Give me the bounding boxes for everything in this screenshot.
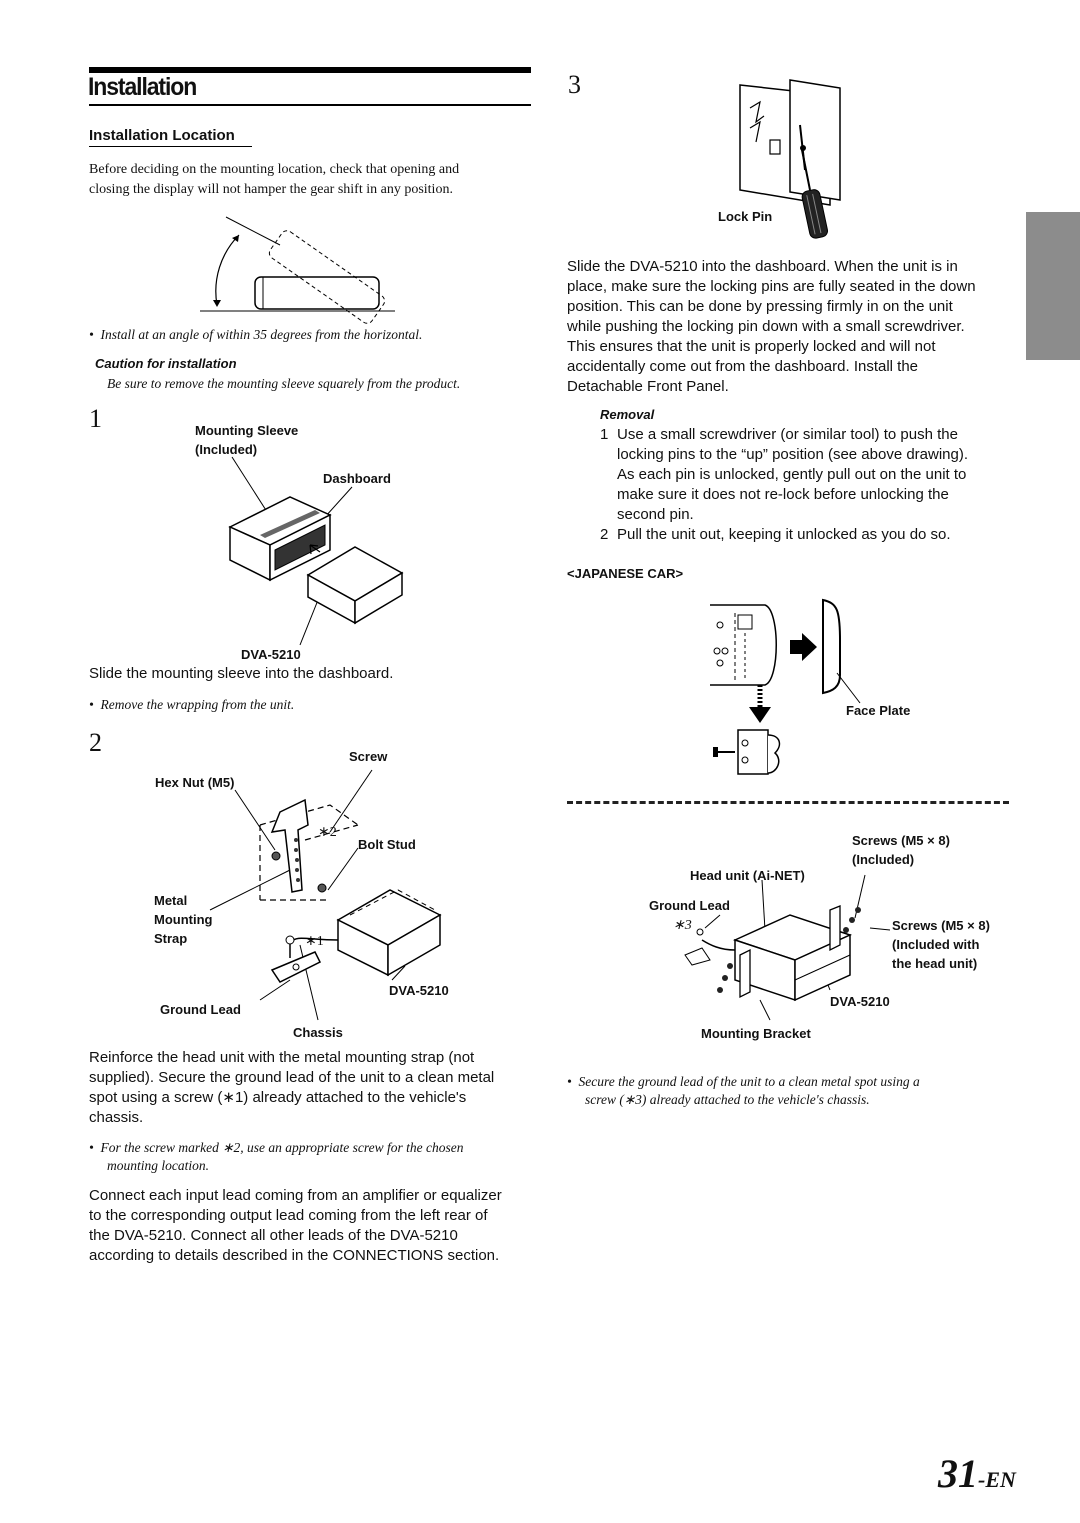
intro-line: closing the display will not hamper the …: [89, 182, 453, 197]
label-mounting-bracket: Mounting Bracket: [701, 1026, 811, 1041]
caution-text: Be sure to remove the mounting sleeve sq…: [107, 376, 461, 391]
japanese-car-note: • Secure the ground lead of the unit to …: [567, 1073, 920, 1109]
bullet: •: [567, 1074, 579, 1089]
label-metal: Metal: [154, 893, 188, 908]
section-heading: Installation Location: [89, 127, 235, 144]
step-number: 1: [89, 404, 102, 433]
label-dashboard: Dashboard: [323, 471, 391, 486]
label-mark3: ∗3: [673, 918, 692, 933]
step3-text-line: This ensures that the unit is properly l…: [567, 338, 936, 355]
bullet: •: [89, 1140, 101, 1155]
intro-text: Before deciding on the mounting location…: [89, 160, 459, 200]
step2-note-text: For the screw marked ∗2, use an appropri…: [100, 1140, 464, 1155]
removal-item1: Use a small screwdriver (or similar tool…: [617, 425, 968, 525]
label-screw: Screw: [349, 749, 388, 764]
label-hex-nut: Hex Nut (M5): [155, 775, 235, 790]
label-mounting-sleeve-included: (Included): [195, 442, 258, 457]
step3-text-line: while pushing the locking pin down with …: [567, 318, 965, 335]
connect-text-line: Connect each input lead coming from an a…: [89, 1187, 502, 1204]
step2-text-line: Reinforce the head unit with the metal m…: [89, 1049, 475, 1066]
page-title: Installation: [88, 73, 197, 101]
japanese-car-title: <JAPANESE CAR>: [567, 566, 684, 581]
label-ground-lead: Ground Lead: [649, 898, 730, 913]
step3-text: Slide the DVA-5210 into the dashboard. W…: [567, 257, 976, 397]
step3-text-line: position. This can be done by pressing f…: [567, 298, 953, 315]
label-unit-model: DVA-5210: [830, 994, 890, 1009]
step1-note-text: Remove the wrapping from the unit.: [100, 697, 295, 712]
label-chassis: Chassis: [293, 1025, 343, 1040]
removal-item2: Pull the unit out, keeping it unlocked a…: [617, 526, 951, 543]
bracket-diagram: [684, 874, 891, 1021]
step-number: 3: [568, 70, 581, 99]
connect-text-line: the DVA-5210. Connect all other leads of…: [89, 1227, 458, 1244]
angle-diagram: [200, 216, 395, 324]
step3-text-line: Slide the DVA-5210 into the dashboard. W…: [567, 258, 958, 275]
step1-note: • Remove the wrapping from the unit.: [89, 696, 294, 714]
intro-line: Before deciding on the mounting location…: [89, 162, 460, 177]
step2-diagram: [209, 769, 442, 1021]
label-screws-head-unit-2: (Included with: [892, 937, 980, 952]
label-unit-model: DVA-5210: [241, 647, 301, 662]
japanese-note-line: • Secure the ground lead of the unit to …: [567, 1073, 920, 1091]
label-strap: Strap: [154, 931, 188, 946]
removal-line: As each pin is unlocked, gently pull out…: [617, 466, 967, 483]
page-number: 31-EN: [938, 1450, 1016, 1497]
label-mark1: ∗1: [305, 934, 324, 949]
step-number: 2: [89, 728, 102, 757]
removal-title: Removal: [600, 407, 655, 422]
bullet: •: [89, 697, 101, 712]
step2-text-line: supplied). Secure the ground lead of the…: [89, 1069, 495, 1086]
removal-line: Use a small screwdriver (or similar tool…: [617, 426, 958, 443]
connect-text-line: according to details described in the CO…: [89, 1247, 500, 1264]
label-bolt-stud: Bolt Stud: [358, 837, 416, 852]
page-number-value: 31: [938, 1451, 978, 1496]
step3-text-line: place, make sure the locking pins are fu…: [567, 278, 976, 295]
step2-note-line: • For the screw marked ∗2, use an approp…: [89, 1139, 464, 1157]
label-screws-included: Screws (M5 × 8): [852, 833, 950, 848]
step3-text-line: Detachable Front Panel.: [567, 378, 729, 395]
header-rule-bottom: [89, 104, 531, 106]
step1-text: Slide the mounting sleeve into the dashb…: [89, 665, 394, 682]
label-mounting: Mounting: [154, 912, 213, 927]
section-heading-underline: [89, 146, 252, 147]
step3-text-line: accidentally come out from the dashboard…: [567, 358, 919, 375]
label-face-plate: Face Plate: [846, 703, 911, 718]
removal-line: second pin.: [617, 506, 694, 523]
label-head-unit: Head unit (Ai-NET): [690, 868, 805, 883]
label-unit-model: DVA-5210: [389, 983, 449, 998]
label-screws-head-unit-3: the head unit): [892, 956, 978, 971]
removal-line: make sure it does not re-lock before unl…: [617, 486, 949, 503]
step2-note: • For the screw marked ∗2, use an approp…: [89, 1139, 464, 1175]
step2-note-line: mounting location.: [107, 1158, 209, 1173]
lock-pin-diagram: [739, 79, 841, 239]
section-divider-dashed: [567, 801, 1009, 804]
japanese-note-line: screw (∗3) already attached to the vehic…: [585, 1092, 870, 1107]
step1-diagram: [228, 456, 404, 646]
label-lock-pin: Lock Pin: [718, 209, 773, 224]
section-tab: [1026, 212, 1080, 360]
label-mounting-sleeve: Mounting Sleeve: [195, 423, 299, 438]
label-screws-head-unit: Screws (M5 × 8): [892, 918, 990, 933]
angle-note-text: Install at an angle of within 35 degrees…: [100, 327, 423, 342]
step2-text: Reinforce the head unit with the metal m…: [89, 1048, 494, 1128]
step2-text-line: chassis.: [89, 1109, 144, 1126]
removal-item1-num: 1: [600, 426, 609, 443]
connect-text: Connect each input lead coming from an a…: [89, 1186, 502, 1266]
bullet: •: [89, 327, 101, 342]
caution-title: Caution for installation: [95, 356, 237, 371]
angle-note: • Install at an angle of within 35 degre…: [89, 326, 422, 344]
label-screws-included-2: (Included): [852, 852, 915, 867]
connect-text-line: to the corresponding output lead coming …: [89, 1207, 488, 1224]
removal-item2-num: 2: [600, 526, 609, 543]
step2-text-line: spot using a screw (∗1) already attached…: [89, 1089, 467, 1106]
japanese-note-text: Secure the ground lead of the unit to a …: [578, 1074, 920, 1089]
header-rule-top: [89, 67, 531, 73]
page-number-suffix: -EN: [978, 1467, 1016, 1492]
label-ground-lead: Ground Lead: [160, 1002, 241, 1017]
removal-line: locking pins to the “up” position (see a…: [617, 446, 969, 463]
japanese-car-diagram: [710, 598, 861, 775]
